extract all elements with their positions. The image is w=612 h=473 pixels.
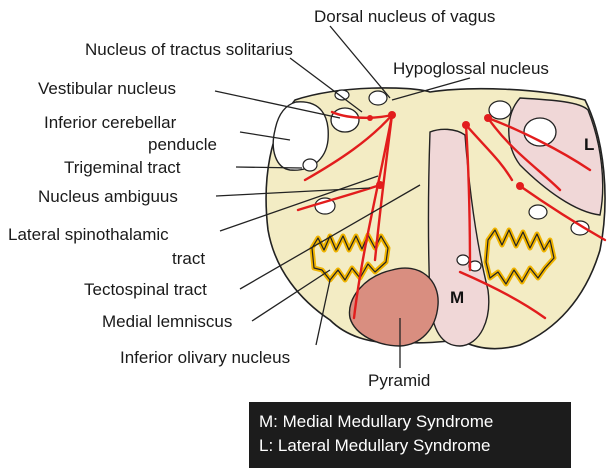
solitarius-shape: [335, 90, 349, 100]
label-trigeminal-tract: Trigeminal tract: [64, 158, 181, 177]
label-nucleus-tractus-solitarius: Nucleus of tractus solitarius: [85, 40, 293, 59]
nucleus-dot: [462, 121, 470, 129]
label-lateral-spinothalamic: Lateral spinothalamic: [8, 225, 169, 244]
hypoglossal-shape-right: [489, 101, 511, 119]
label-nucleus-ambiguus: Nucleus ambiguus: [38, 187, 178, 206]
ambiguus-shape-right: [529, 205, 547, 219]
legend-line-lateral: L: Lateral Medullary Syndrome: [259, 434, 571, 458]
nucleus-dot: [367, 115, 373, 121]
trigeminal-shape-left: [303, 159, 317, 171]
nucleus-dot: [388, 111, 396, 119]
lemniscus-shape-right: [457, 255, 469, 265]
label-dorsal-nucleus-vagus: Dorsal nucleus of vagus: [314, 7, 495, 26]
label-penducle: penducle: [148, 135, 217, 154]
label-inferior-cerebellar: Inferior cerebellar: [44, 113, 177, 132]
nucleus-dot: [516, 182, 524, 190]
nucleus-dot: [376, 181, 384, 189]
label-medial-lemniscus: Medial lemniscus: [102, 312, 232, 331]
vestibular-nucleus-shape: [331, 108, 359, 132]
label-hypoglossal-nucleus: Hypoglossal nucleus: [393, 59, 549, 78]
legend-line-medial: M: Medial Medullary Syndrome: [259, 410, 571, 434]
inferior-cerebellar-peduncle: [273, 102, 328, 170]
label-tectospinal-tract: Tectospinal tract: [84, 280, 207, 299]
label-pyramid: Pyramid: [368, 371, 430, 390]
dorsal-vagus-shape-left: [369, 91, 387, 105]
nucleus-dot: [484, 114, 492, 122]
label-tract: tract: [172, 249, 205, 268]
label-vestibular-nucleus: Vestibular nucleus: [38, 79, 176, 98]
region-label-lateral: L: [584, 135, 594, 154]
region-label-medial: M: [450, 288, 464, 307]
legend-box: M: Medial Medullary Syndrome L: Lateral …: [249, 402, 571, 468]
leader-line: [330, 26, 390, 98]
label-inferior-olivary-nucleus: Inferior olivary nucleus: [120, 348, 290, 367]
